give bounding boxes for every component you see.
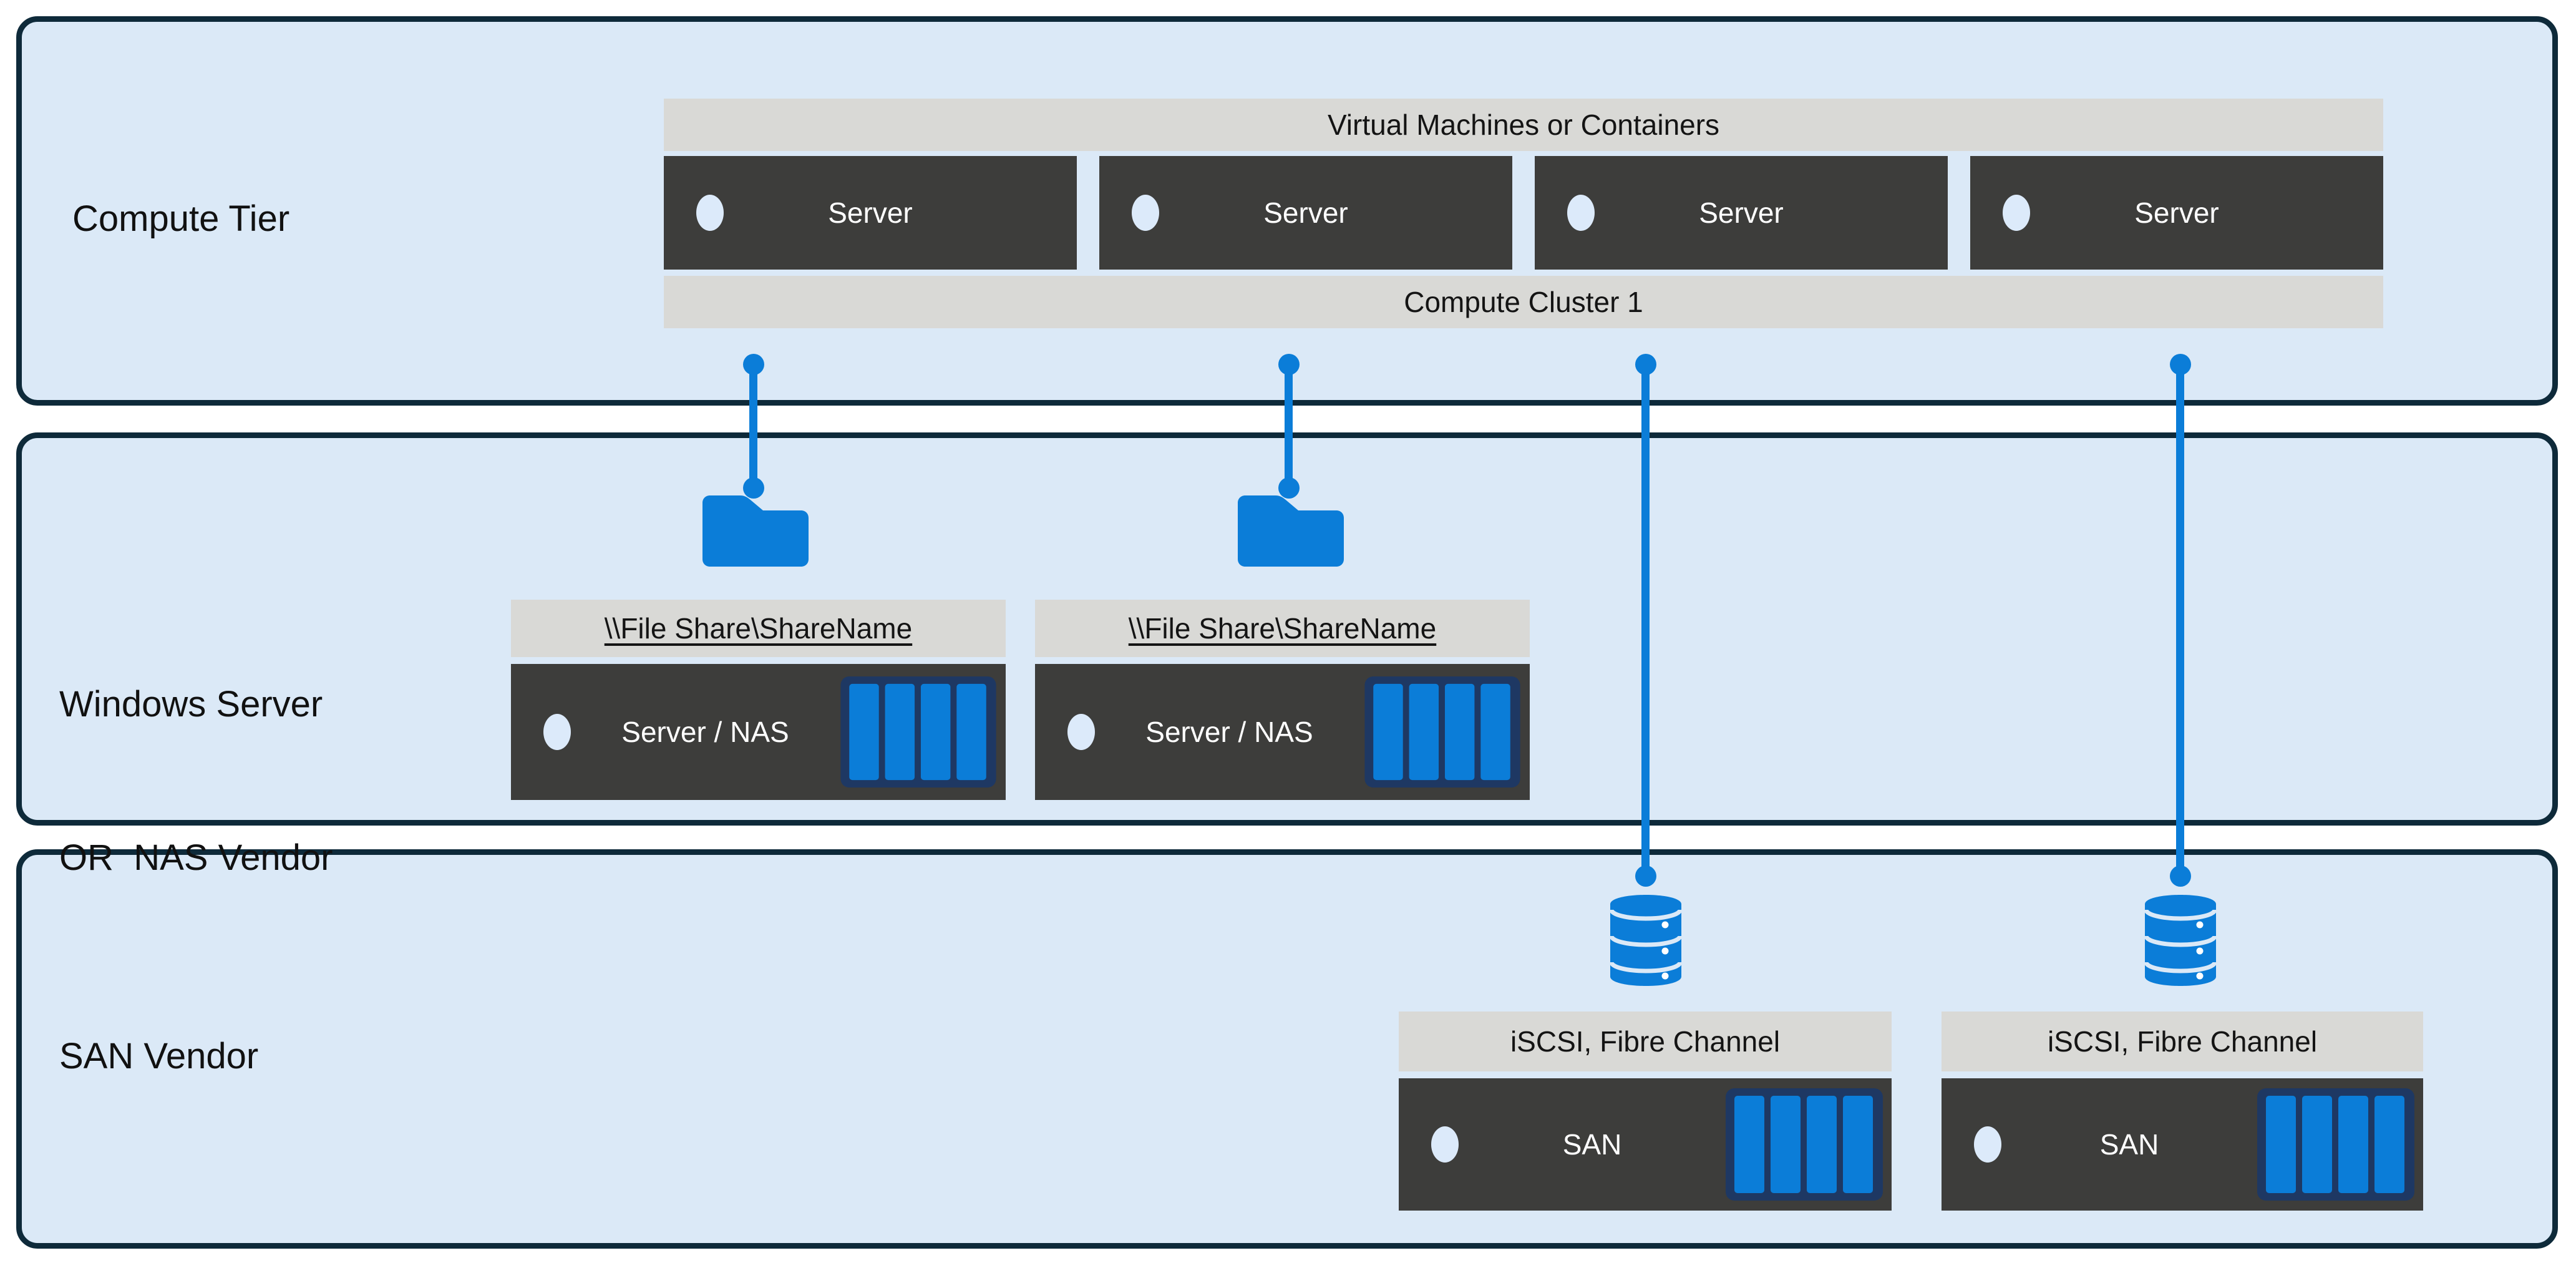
file-share-path: \\File Share\ShareName: [604, 612, 913, 645]
connector-endpoint-dot: [1278, 354, 1300, 375]
server-node-label: Server: [1263, 197, 1348, 229]
file-share-path-bar-2: \\File Share\ShareName: [1035, 600, 1530, 657]
storage-cylinder-icon: [2145, 895, 2216, 986]
status-indicator-icon: [543, 714, 571, 750]
disk-array-icon: [1364, 676, 1520, 788]
status-indicator-icon: [1431, 1126, 1459, 1163]
file-share-path-bar-1: \\File Share\ShareName: [511, 600, 1006, 657]
storage-cylinder-icon: [1610, 895, 1681, 986]
connector-line: [1641, 364, 1650, 876]
san-protocol-bar-2: iSCSI, Fibre Channel: [1942, 1012, 2423, 1071]
server-node-label: Server: [1699, 197, 1784, 229]
file-share-path: \\File Share\ShareName: [1128, 612, 1437, 645]
san-protocol-label: iSCSI, Fibre Channel: [1510, 1025, 1781, 1058]
server-nas-label: Server / NAS: [1145, 716, 1313, 748]
connector-line: [749, 364, 757, 488]
connector-endpoint-dot: [1278, 477, 1300, 499]
folder-icon: [702, 495, 809, 567]
connector-endpoint-dot: [743, 477, 764, 499]
san-node-1: SAN: [1399, 1078, 1892, 1211]
compute-tier-label: Compute Tier: [72, 198, 290, 239]
status-indicator-icon: [1567, 195, 1595, 231]
server-node-3: Server: [1535, 156, 1948, 270]
status-indicator-icon: [2003, 195, 2030, 231]
connector-endpoint-dot: [2170, 354, 2191, 375]
status-indicator-icon: [1067, 714, 1095, 750]
san-label: SAN: [2099, 1128, 2159, 1161]
disk-array-icon: [2257, 1088, 2414, 1201]
san-node-2: SAN: [1942, 1078, 2423, 1211]
server-nas-node-1: Server / NAS: [511, 664, 1006, 800]
server-node-2: Server: [1099, 156, 1512, 270]
connector-line: [2176, 364, 2184, 876]
status-indicator-icon: [696, 195, 724, 231]
folder-icon: [1238, 495, 1344, 567]
file-tier-label: Windows Server OR NAS Vendor: [59, 577, 333, 986]
san-label: SAN: [1562, 1128, 1622, 1161]
server-node-4: Server: [1970, 156, 2383, 270]
san-tier-label: SAN Vendor: [59, 1036, 259, 1076]
disk-array-icon: [1726, 1088, 1883, 1201]
server-nas-label: Server / NAS: [621, 716, 789, 748]
server-node-label: Server: [2134, 197, 2219, 229]
vm-containers-bar: Virtual Machines or Containers: [664, 99, 2383, 151]
status-indicator-icon: [1132, 195, 1159, 231]
server-node-label: Server: [828, 197, 913, 229]
vm-containers-bar-label: Virtual Machines or Containers: [1327, 109, 1720, 141]
san-protocol-label: iSCSI, Fibre Channel: [2047, 1025, 2318, 1058]
compute-cluster-bar: Compute Cluster 1: [664, 276, 2383, 328]
disk-array-icon: [840, 676, 996, 788]
file-tier-label-line2: OR NAS Vendor: [59, 837, 333, 878]
connector-endpoint-dot: [1635, 866, 1656, 887]
connector-endpoint-dot: [1635, 354, 1656, 375]
server-nas-node-2: Server / NAS: [1035, 664, 1530, 800]
connector-line: [1285, 364, 1293, 488]
server-node-1: Server: [664, 156, 1077, 270]
compute-cluster-bar-label: Compute Cluster 1: [1404, 286, 1643, 318]
file-tier-label-line1: Windows Server: [59, 684, 323, 724]
status-indicator-icon: [1974, 1126, 2001, 1163]
connector-endpoint-dot: [743, 354, 764, 375]
san-protocol-bar-1: iSCSI, Fibre Channel: [1399, 1012, 1892, 1071]
connector-endpoint-dot: [2170, 866, 2191, 887]
